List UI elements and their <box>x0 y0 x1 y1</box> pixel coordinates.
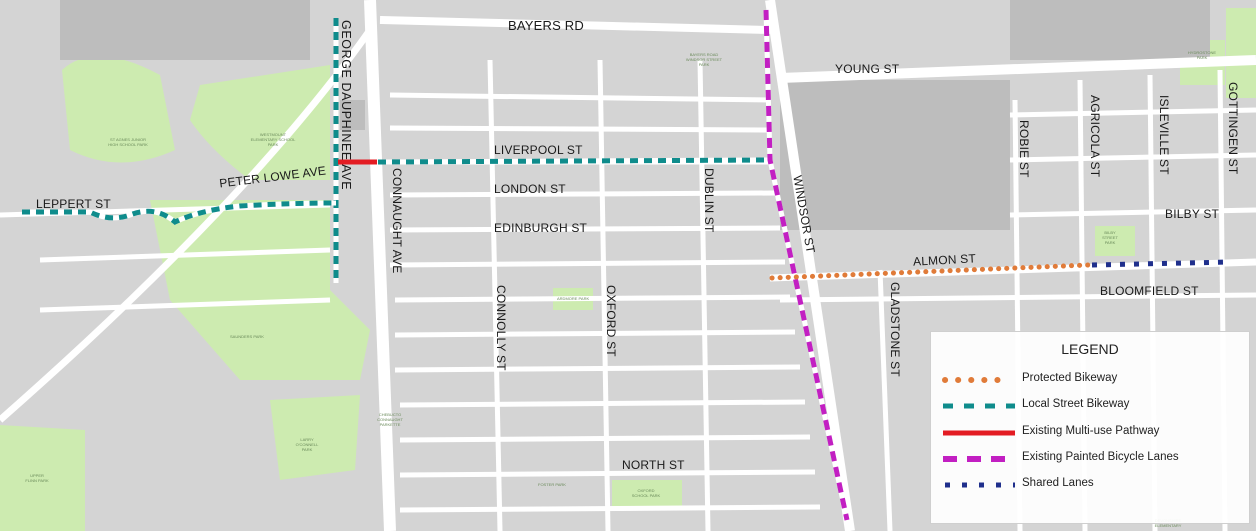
protected-bikeway-swatch-icon <box>942 377 1011 383</box>
park-saunders <box>150 200 370 380</box>
label-london-st: LONDON ST <box>494 182 566 196</box>
label-park-oxford-school: OXFORD SCHOOL PARK <box>631 488 661 498</box>
label-north-st: NORTH ST <box>622 458 685 472</box>
legend-label-painted-bicycle-lanes: Existing Painted Bicycle Lanes <box>1022 451 1179 463</box>
label-bayers-rd: BAYERS RD <box>508 18 584 33</box>
legend-item-local-street-bikeway: Local Street Bikeway <box>931 394 1249 418</box>
legend-item-multi-use-pathway: Existing Multi-use Pathway <box>931 421 1249 445</box>
label-park-ardmore: ARDMORE PARK <box>557 296 590 301</box>
label-bloomfield-st: BLOOMFIELD ST <box>1100 284 1199 298</box>
building <box>340 100 365 130</box>
bike-routes-layer <box>22 9 1231 521</box>
label-isleville-st: ISLEVILLE ST <box>1157 95 1171 175</box>
building-complex <box>780 80 1010 230</box>
road-bayers <box>379 16 771 34</box>
label-dublin-st: DUBLIN ST <box>702 168 716 233</box>
building <box>60 0 310 60</box>
shared-lanes-swatch-icon <box>945 482 1015 488</box>
park-bilby <box>1095 226 1135 256</box>
parks-layer <box>0 8 1256 531</box>
multi-use-pathway-swatch-icon <box>943 430 1015 436</box>
road-connaught <box>364 0 396 531</box>
road-minor <box>389 125 771 133</box>
road-oxford <box>597 59 611 531</box>
road-edinburgh <box>389 225 781 233</box>
legend-label-shared-lanes: Shared Lanes <box>1022 477 1094 489</box>
building <box>1010 0 1210 60</box>
road-minor <box>389 259 786 268</box>
label-bilby-st: BILBY ST <box>1165 207 1220 221</box>
label-connolly-st: CONNOLLY ST <box>494 285 508 371</box>
park-oxford-school <box>612 480 682 508</box>
road-bloomfield <box>779 292 1256 303</box>
road-minor <box>1009 107 1256 118</box>
road-gladstone <box>877 269 893 531</box>
road-minor <box>389 92 771 103</box>
label-edinburgh-st: EDINBURGH ST <box>494 221 588 235</box>
road-dublin <box>697 59 711 531</box>
label-young-st: YOUNG ST <box>835 62 900 76</box>
label-connaught-ave: CONNAUGHT AVE <box>390 168 404 274</box>
buildings-layer <box>60 0 1210 230</box>
label-agricola-st: AGRICOLA ST <box>1088 95 1102 178</box>
road-london <box>389 190 776 198</box>
route-liverpool <box>377 157 769 165</box>
legend-item-protected-bikeway: Protected Bikeway <box>931 368 1249 392</box>
label-park-westmount: WESTMOUNT ELEMENTARY SCHOOL PARK <box>250 132 296 147</box>
road-bilby <box>1009 207 1256 218</box>
road-minor <box>39 247 331 263</box>
label-park-hydrostone: HYDROSTONE PARK <box>1187 50 1217 60</box>
building <box>960 105 1010 145</box>
label-robie-st: ROBIE ST <box>1017 120 1031 178</box>
road-minor <box>394 294 791 303</box>
park-st-agnes <box>62 56 175 163</box>
legend-label-local-street-bikeway: Local Street Bikeway <box>1022 398 1130 410</box>
road-windsor <box>765 0 855 531</box>
label-park-bayers-road: BAYERS ROAD WINDSOR STREET PARK <box>685 52 723 67</box>
label-park-foster: FOSTER PARK <box>538 482 566 487</box>
legend-label-protected-bikeway: Protected Bikeway <box>1022 372 1118 384</box>
legend-item-shared-lanes: Shared Lanes <box>931 473 1249 497</box>
label-park-larry-oconnell: LARRY O'CONNELL PARK <box>295 437 319 452</box>
label-george-dauphinee-ave: GEORGE DAUPHINEE AVE <box>339 20 353 191</box>
legend-label-multi-use-pathway: Existing Multi-use Pathway <box>1022 425 1160 437</box>
park-upper-flinn <box>0 425 85 531</box>
route-peter-lowe <box>22 200 337 225</box>
label-park-bilby: BILBY STREET PARK <box>1102 230 1118 245</box>
road-minor <box>39 297 331 313</box>
legend-title: LEGEND <box>1061 341 1119 357</box>
painted-bicycle-lanes-swatch-icon <box>943 456 1015 462</box>
park-larry-oconnell <box>270 395 360 480</box>
label-gladstone-st: GLADSTONE ST <box>888 282 902 377</box>
local-street-bikeway-swatch-icon <box>943 403 1015 409</box>
road-young <box>779 55 1256 83</box>
label-liverpool-st: LIVERPOOL ST <box>494 143 583 157</box>
road-minor <box>394 329 796 338</box>
legend-item-painted-bicycle-lanes: Existing Painted Bicycle Lanes <box>931 447 1249 471</box>
label-gottingen-st: GOTTINGEN ST <box>1226 82 1240 175</box>
road-minor <box>1009 152 1256 163</box>
park-hydrostone-east <box>1226 8 1256 98</box>
route-almon-shared <box>1091 259 1231 268</box>
road-minor <box>399 399 806 408</box>
label-park-st-agnes: ST AGNES JUNIOR HIGH SCHOOL PARK <box>108 137 148 147</box>
road-minor <box>394 364 801 373</box>
label-oxford-st: OXFORD ST <box>604 285 618 357</box>
legend: LEGEND Protected Bikeway Local Street Bi… <box>930 331 1250 524</box>
label-park-chebucto: CHEBUCTO CONNAUGHT PARKETTE <box>377 412 403 427</box>
label-park-saunders: SAUNDERS PARK <box>230 334 264 339</box>
label-leppert-st: LEPPERT ST <box>36 197 111 211</box>
route-windsor-painted-lanes <box>763 9 850 521</box>
park-westmount <box>190 65 330 180</box>
label-park-upper-flinn: UPPER FLINN PARK <box>25 473 49 483</box>
road-connolly <box>487 59 503 531</box>
